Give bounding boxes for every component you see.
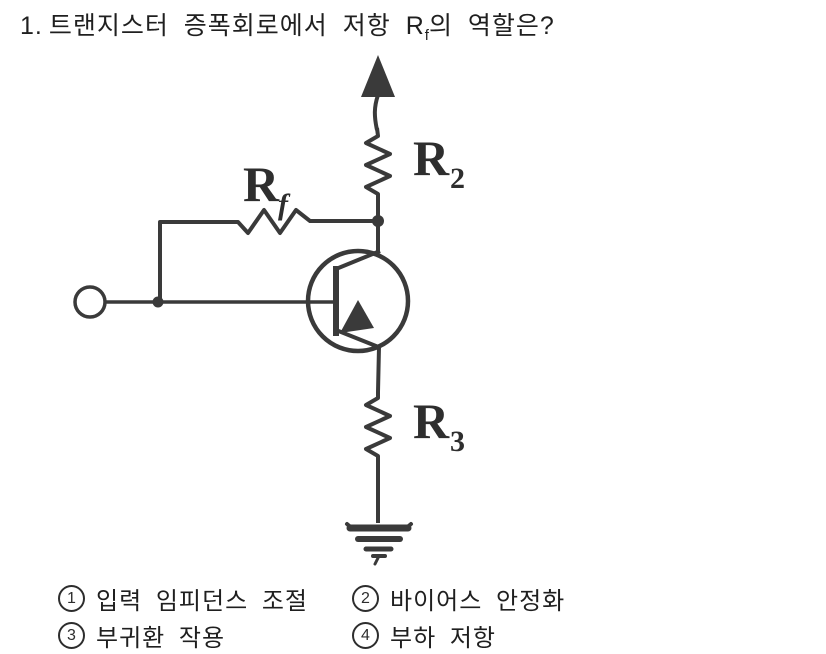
option-4-label: 부하 저항 (390, 625, 496, 652)
answer-option-1[interactable]: 1 입력 임피던스 조절 (58, 581, 308, 616)
ground-icon (345, 522, 413, 566)
transistor-icon (305, 248, 411, 354)
emitter-arrow-icon (340, 300, 374, 333)
base-junction-dot (152, 296, 164, 308)
question-text-post: 의 역할은? (428, 12, 555, 40)
option-1-label: 입력 임피던스 조절 (96, 588, 308, 615)
rf-subscript: f (278, 188, 291, 221)
r3-label: R (413, 393, 450, 449)
option-3-circle-number: 3 (58, 622, 85, 649)
answer-option-3[interactable]: 3 부귀환 작용 (58, 618, 225, 653)
r2-subscript: 2 (450, 162, 465, 195)
question-number: 1. (20, 12, 43, 40)
option-3-label: 부귀환 작용 (96, 625, 226, 652)
r2-label: R (413, 130, 450, 186)
option-4-circle-number: 4 (352, 622, 379, 649)
rf-label: R (243, 156, 280, 212)
option-2-label: 바이어스 안정화 (390, 588, 566, 615)
question-title: 1.트랜지스터 증폭회로에서 저항 Rf의 역할은? (20, 11, 555, 51)
option-2-circle-number: 2 (352, 585, 379, 612)
question-text-pre: 트랜지스터 증폭회로에서 저항 R (48, 12, 425, 40)
r3-subscript: 3 (450, 425, 465, 458)
power-supply-arrow-icon (361, 55, 395, 131)
resistor-r2: R 2 (364, 127, 465, 220)
answer-option-4[interactable]: 4 부하 저항 (352, 618, 496, 653)
answer-option-2[interactable]: 2 바이어스 안정화 (352, 581, 565, 616)
input-terminal-icon (73, 285, 107, 319)
resistor-r3: R 3 (364, 346, 465, 523)
resistor-rf-feedback: R f (158, 156, 378, 300)
rf-subscript: f (424, 27, 429, 44)
option-1-circle-number: 1 (58, 585, 85, 612)
